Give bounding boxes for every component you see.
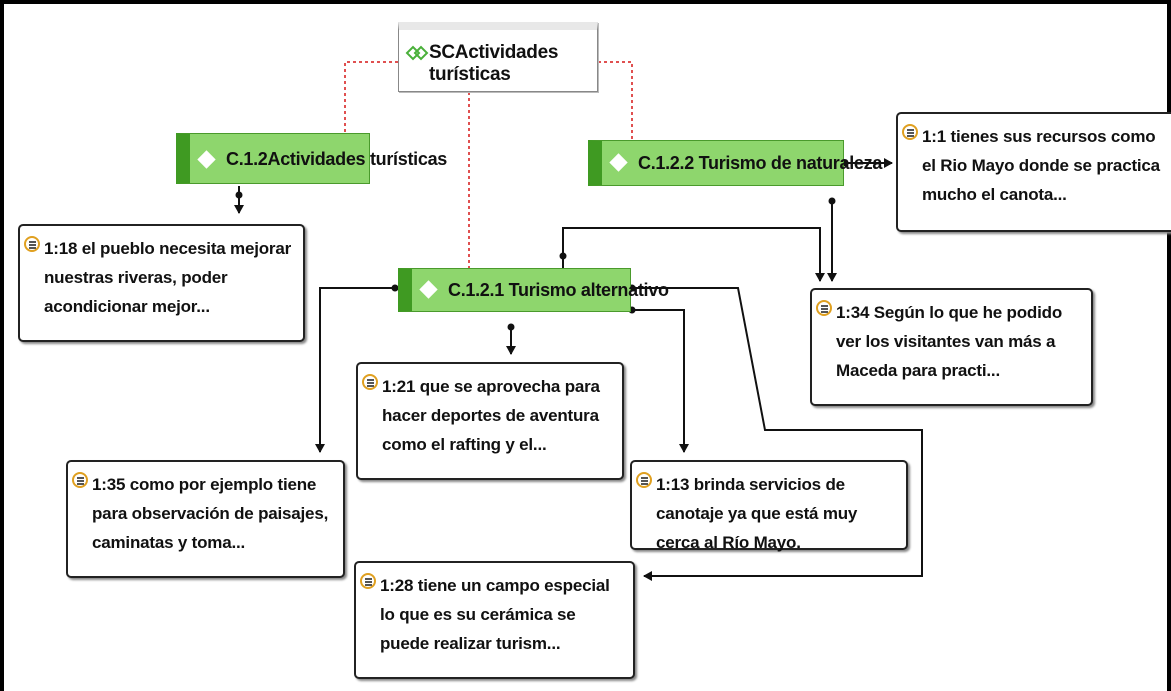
network-group-icon [405,44,429,67]
code-node-c1222[interactable]: C.1.2.2 Turismo de naturaleza [588,140,882,186]
quote-node-q11[interactable]: 1:1 tienes sus recursos como el Rio Mayo… [896,112,1171,232]
quote-text: 1:13 brinda servicios de canotaje ya que… [656,475,858,552]
quote-node-q113[interactable]: 1:13 brinda servicios de canotaje ya que… [630,460,908,552]
quote-node-q134[interactable]: 1:34 Según lo que he podido ver los visi… [810,288,1093,406]
code-node-label: C.1.2.1 Turismo alternativo [448,280,669,300]
code-diamond-icon [419,280,438,299]
quote-text: 1:18 el pueblo necesita mejorar nuestras… [44,239,292,316]
quote-node-q128[interactable]: 1:28 tiene un campo especial lo que es s… [354,561,635,679]
code-node-label: C.1.2.2 Turismo de naturaleza [638,153,883,173]
code-diamond-icon [609,153,628,172]
quotation-icon [72,472,88,488]
quote-text: 1:28 tiene un campo especial lo que es s… [380,576,610,653]
quote-node-q118[interactable]: 1:18 el pueblo necesita mejorar nuestras… [18,224,305,342]
quotation-icon [816,300,832,316]
quotation-icon [902,124,918,140]
quotation-icon [360,573,376,589]
edge-c1221-q134 [562,227,825,282]
edge-c1221-q128 [632,287,923,581]
edge-c1221-q113 [632,309,689,453]
root-node[interactable]: SCActividades turísticas [398,22,598,92]
edge-root-c122 [344,61,398,133]
code-diamond-icon [197,150,216,169]
quote-text: 1:1 tienes sus recursos como el Rio Mayo… [922,127,1160,204]
quote-node-q135[interactable]: 1:35 como por ejemplo tiene para observa… [66,460,345,578]
quote-node-q121[interactable]: 1:21 que se aprovecha para hacer deporte… [356,362,624,480]
quotation-icon [636,472,652,488]
quotation-icon [362,374,378,390]
edge-root-c1222 [598,61,633,140]
code-node-c1221[interactable]: C.1.2.1 Turismo alternativo [398,268,669,312]
quotation-icon [24,236,40,252]
code-node-label: C.1.2Actividades turísticas [226,149,447,169]
code-node-c122[interactable]: C.1.2Actividades turísticas [176,133,447,184]
quote-text: 1:35 como por ejemplo tiene para observa… [92,475,329,552]
root-node-label: SCActividades turísticas [429,42,559,85]
quote-text: 1:21 que se aprovecha para hacer deporte… [382,377,600,454]
quote-text: 1:34 Según lo que he podido ver los visi… [836,303,1063,380]
edge-c1221-q135 [315,287,395,453]
